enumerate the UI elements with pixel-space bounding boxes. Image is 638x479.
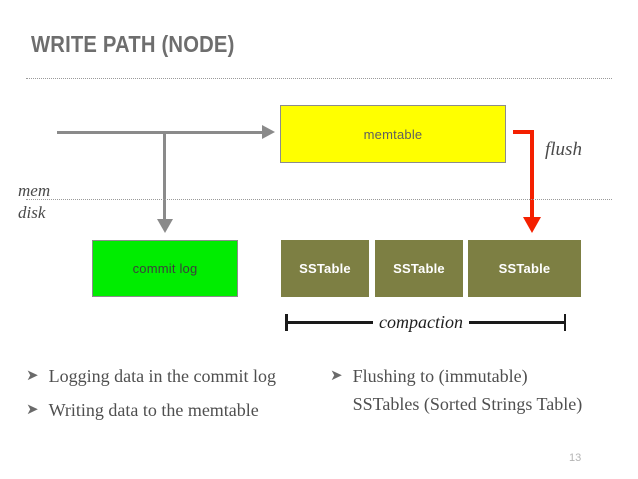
compaction-bracket: compaction (285, 310, 566, 334)
flush-label: flush (545, 139, 582, 160)
write-arrow-horizontal-line (57, 131, 264, 134)
commit-log-label: commit log (132, 261, 198, 276)
flush-arrow-down-arrowhead-icon (523, 217, 541, 233)
flush-arrow-vertical-line (530, 130, 534, 219)
compaction-label: compaction (373, 310, 469, 334)
bullet-arrow-icon: ➤ (26, 402, 39, 418)
write-arrow-down-arrowhead-icon (157, 219, 173, 233)
sstable-label-1: SSTable (299, 261, 351, 276)
write-arrow-right-arrowhead-icon (262, 125, 275, 139)
bullet-arrow-icon: ➤ (330, 368, 343, 384)
sstable-label-3: SSTable (498, 261, 551, 276)
compaction-bracket-left-cap (285, 314, 288, 331)
memtable-box: memtable (280, 105, 506, 163)
bullet-text-right-1-line2: SSTables (Sorted Strings Table) (352, 394, 583, 414)
flush-arrow-horizontal-line (513, 130, 534, 134)
page-number: 13 (569, 452, 582, 464)
bullet-text-right-1: Flushing to (immutable) SSTables (Sorted… (353, 362, 583, 418)
bullet-text-right-1-line1: Flushing to (immutable) (352, 366, 528, 386)
compaction-bracket-right-cap (563, 314, 566, 331)
sstable-box-1: SSTable (281, 240, 369, 297)
title-divider (26, 78, 612, 79)
disk-tier-label: disk (18, 203, 46, 222)
bullet-item-right-1: ➤ Flushing to (immutable) SSTables (Sort… (330, 362, 620, 418)
page-title: WRITE PATH (NODE) (31, 31, 235, 57)
bullet-item-left-1: ➤ Logging data in the commit log (26, 362, 276, 390)
mem-tier-label: mem (18, 181, 51, 200)
bullet-text-left-1: Logging data in the commit log (48, 366, 277, 386)
sstable-box-3: SSTable (468, 240, 581, 297)
bullet-arrow-icon: ➤ (26, 368, 39, 384)
memtable-label: memtable (363, 126, 423, 142)
mem-disk-divider (26, 199, 612, 200)
bullet-text-left-2: Writing data to the memtable (48, 400, 259, 420)
sstable-label-2: SSTable (393, 261, 445, 276)
sstable-box-2: SSTable (375, 240, 463, 297)
bullet-item-left-2: ➤ Writing data to the memtable (26, 396, 259, 424)
commit-log-box: commit log (92, 240, 238, 297)
write-arrow-vertical-line (163, 131, 166, 221)
